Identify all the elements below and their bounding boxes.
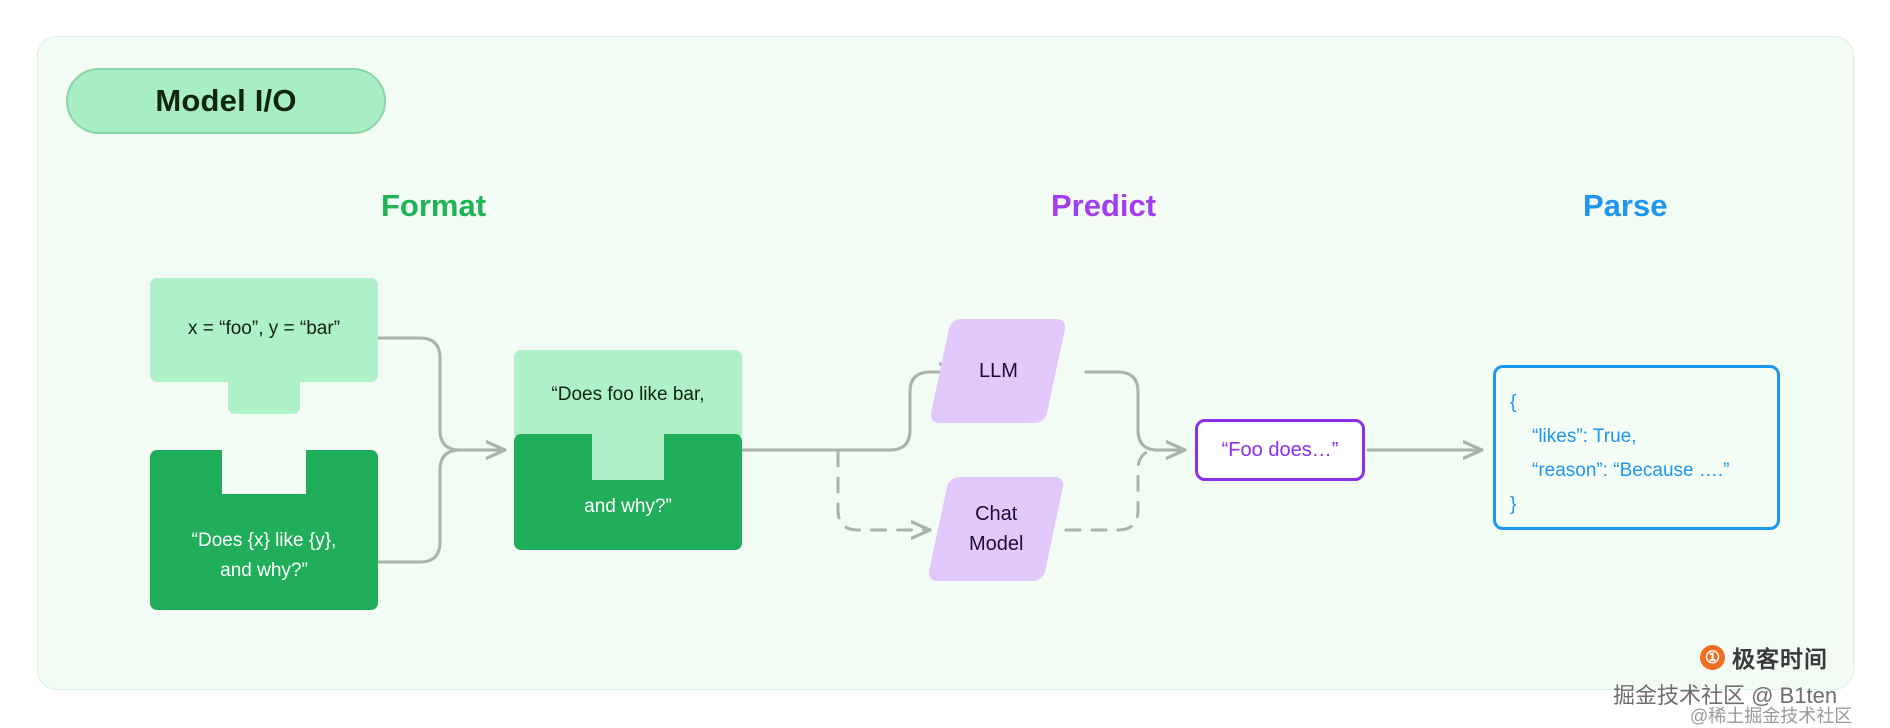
merged-dark-body xyxy=(514,480,742,550)
merged-text-top: “Does foo like bar, xyxy=(551,384,705,405)
node-parsed-output: { “likes”: True, “reason”: “Because ….” … xyxy=(1493,365,1780,530)
column-heading-parse: Parse xyxy=(1583,188,1668,223)
piece-body xyxy=(150,278,378,382)
json-line-likes: “likes”: True, xyxy=(1532,426,1637,447)
variables-text: x = “foo”, y = “bar” xyxy=(187,318,341,339)
column-heading-predict: Predict xyxy=(1051,188,1157,223)
node-llm: LLM xyxy=(928,319,1068,423)
json-line-open: { xyxy=(1510,392,1517,413)
piece-tab xyxy=(228,370,300,414)
panel-title: Model I/O xyxy=(155,83,297,118)
piece-right-shoulder xyxy=(306,450,378,496)
site-watermark: @稀土掘金技术社区 xyxy=(1690,706,1853,726)
merged-right-shoulder xyxy=(664,434,742,482)
json-line-reason: “reason”: “Because ….” xyxy=(1532,460,1730,481)
json-line-close: } xyxy=(1510,494,1517,515)
node-chat-model: Chat Model xyxy=(926,477,1066,581)
piece-body xyxy=(150,494,378,610)
node-model-response: “Foo does…” xyxy=(1195,419,1365,481)
column-heading-format: Format xyxy=(381,188,487,223)
merged-light-body xyxy=(514,350,742,436)
llm-label: LLM xyxy=(978,360,1018,382)
panel-title-pill: Model I/O xyxy=(66,68,386,134)
user-watermark: 掘金技术社区 @ B1ten xyxy=(1613,683,1838,708)
puzzle-piece-prompt-template: “Does {x} like {y}, and why?” xyxy=(150,450,378,610)
piece-left-shoulder xyxy=(150,450,222,496)
chat-model-label: Chat Model xyxy=(968,503,1024,555)
brand-watermark: ① 极客时间 xyxy=(1700,640,1828,674)
puzzle-piece-variables: x = “foo”, y = “bar” xyxy=(150,278,378,414)
merged-light-tab xyxy=(592,430,664,484)
merged-left-shoulder xyxy=(514,434,592,482)
brand-name: 极客时间 xyxy=(1732,646,1828,672)
brand-glyph: ① xyxy=(1704,647,1721,667)
template-text: “Does {x} like {y}, and why?” xyxy=(191,530,337,581)
geekbang-logo-icon: ① xyxy=(1700,644,1725,670)
merged-text-bottom: and why?” xyxy=(584,496,672,517)
puzzle-piece-formatted-prompt: “Does foo like bar, and why?” xyxy=(514,350,742,550)
response-text: “Foo does…” xyxy=(1221,438,1339,461)
